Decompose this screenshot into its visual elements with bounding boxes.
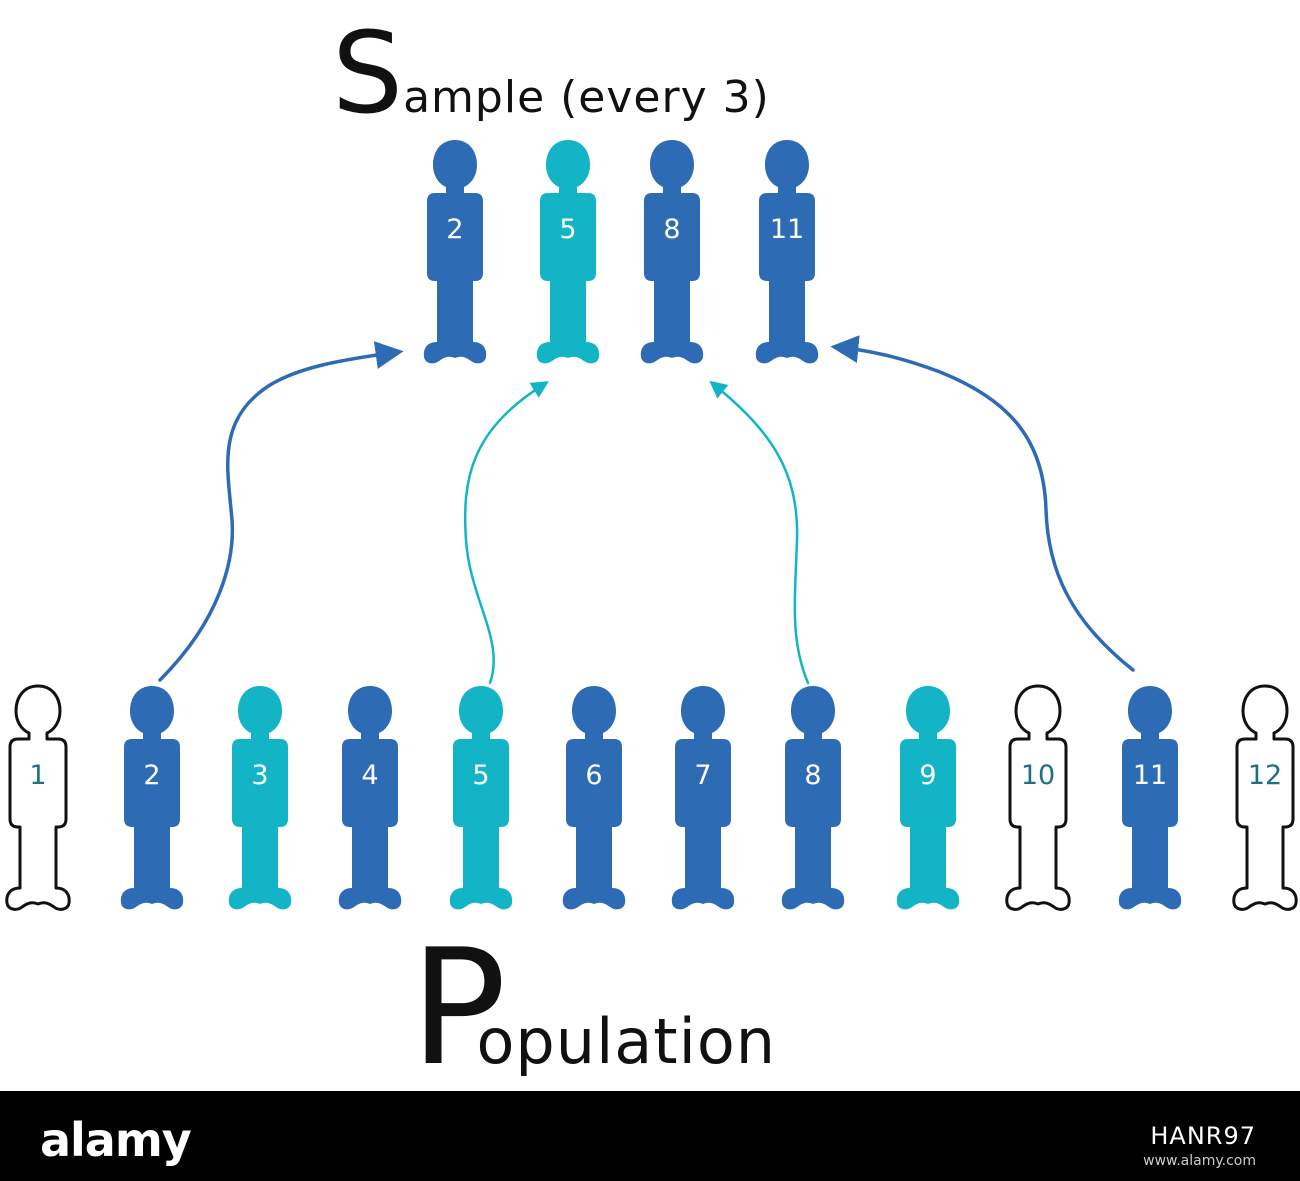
population-title-rest: opulation	[476, 1005, 777, 1078]
population-person-11: 11	[1115, 686, 1185, 916]
sample-person-5: 5	[533, 140, 603, 370]
population-title: Population	[410, 928, 776, 1088]
population-person-1: 1	[3, 684, 73, 916]
arrow-8-to-sample	[709, 380, 810, 685]
population-person-9: 9	[893, 686, 963, 916]
watermark-image-code: HANR97	[1150, 1122, 1256, 1150]
person-figure-icon	[1005, 684, 1071, 911]
person-number: 5	[472, 760, 490, 791]
sample-person-8: 8	[637, 140, 707, 370]
population-person-2: 2	[117, 686, 187, 916]
sample-title-rest: ample (every 3)	[403, 72, 770, 123]
person-number: 3	[251, 760, 269, 791]
population-title-initial: P	[410, 914, 507, 1101]
arrow-11-to-sample	[830, 335, 1135, 672]
person-number: 6	[585, 760, 603, 791]
sample-person-2: 2	[420, 140, 490, 370]
population-person-4: 4	[335, 686, 405, 916]
person-figure-icon	[5, 684, 71, 911]
population-person-3: 3	[225, 686, 295, 916]
person-figure-icon	[228, 686, 292, 910]
sample-title-initial: S	[332, 9, 404, 139]
arrow-5-to-sample	[463, 381, 549, 685]
person-figure-icon	[755, 140, 819, 364]
person-figure-icon	[536, 140, 600, 364]
person-figure-icon	[1232, 684, 1298, 911]
population-person-5: 5	[446, 686, 516, 916]
person-number: 8	[663, 214, 681, 245]
person-figure-icon	[640, 140, 704, 364]
person-number: 2	[143, 760, 161, 791]
person-number: 2	[446, 214, 464, 245]
sample-person-11: 11	[752, 140, 822, 370]
person-figure-icon	[562, 686, 626, 910]
population-person-10: 10	[1003, 684, 1073, 916]
sample-title: Sample (every 3)	[332, 18, 770, 130]
person-number: 8	[804, 760, 822, 791]
person-figure-icon	[896, 686, 960, 910]
person-number: 9	[919, 760, 937, 791]
person-number: 12	[1247, 760, 1283, 791]
person-figure-icon	[1118, 686, 1182, 910]
watermark-logo: alamy	[40, 1113, 192, 1167]
population-person-7: 7	[668, 686, 738, 916]
watermark-bar: alamy HANR97 www.alamy.com	[0, 1091, 1300, 1181]
person-figure-icon	[671, 686, 735, 910]
person-number: 11	[769, 214, 805, 245]
person-number: 5	[559, 214, 577, 245]
person-figure-icon	[423, 140, 487, 364]
arrow-2-to-sample	[158, 341, 404, 682]
person-number: 11	[1132, 760, 1168, 791]
person-figure-icon	[449, 686, 513, 910]
person-figure-icon	[338, 686, 402, 910]
person-figure-icon	[781, 686, 845, 910]
person-number: 4	[361, 760, 379, 791]
watermark-url: www.alamy.com	[1143, 1153, 1256, 1169]
person-figure-icon	[120, 686, 184, 910]
population-person-12: 12	[1230, 684, 1300, 916]
person-number: 1	[29, 760, 47, 791]
person-number: 10	[1020, 760, 1056, 791]
population-person-6: 6	[559, 686, 629, 916]
population-person-8: 8	[778, 686, 848, 916]
person-number: 7	[694, 760, 712, 791]
